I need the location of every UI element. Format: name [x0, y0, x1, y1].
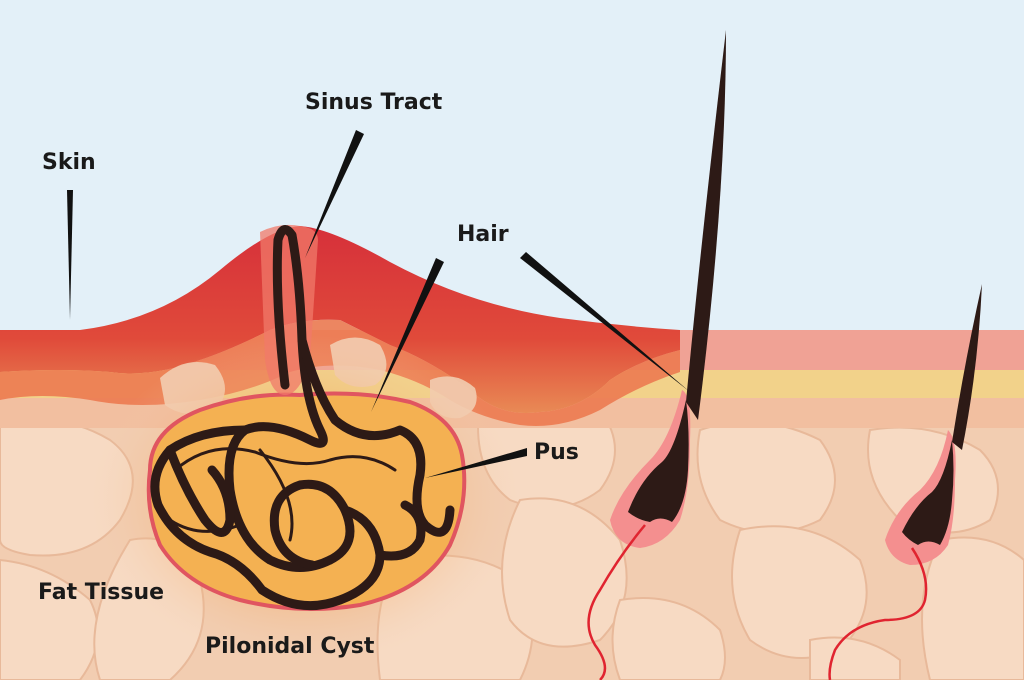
label-pus: Pus [534, 442, 579, 464]
label-hair: Hair [457, 224, 509, 246]
label-sinus-tract: Sinus Tract [305, 92, 442, 114]
label-pilonidal-cyst: Pilonidal Cyst [205, 636, 374, 658]
label-skin: Skin [42, 152, 96, 174]
label-fat-tissue: Fat Tissue [38, 582, 164, 604]
